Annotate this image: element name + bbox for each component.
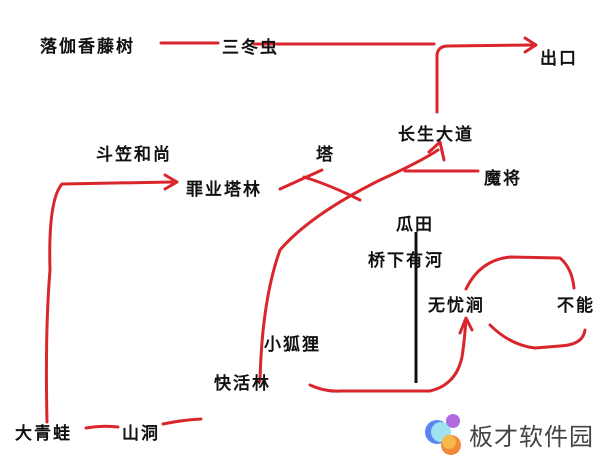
- arrowhead-exit: [523, 36, 538, 54]
- watermark-text: 板才软件园: [469, 422, 594, 451]
- node-qiaoxia: 桥下有河: [368, 251, 444, 271]
- node-mojiang: 魔将: [484, 169, 522, 189]
- node-exit: 出口: [540, 49, 578, 69]
- node-sandong: 三冬虫: [222, 38, 279, 58]
- line-shandong-east: [161, 417, 203, 426]
- node-ta: 塔: [316, 145, 335, 165]
- node-shandong: 山洞: [122, 424, 160, 444]
- node-changsheng: 长生大道: [398, 125, 474, 145]
- watermark-logo-icon: [425, 414, 461, 455]
- node-wuyou: 无忧涧: [428, 296, 485, 316]
- line-buneng-loop: [488, 323, 587, 350]
- node-luojia: 落伽香藤树: [40, 37, 135, 57]
- arrowhead-zuiye: [163, 173, 179, 191]
- node-daqingwa: 大青蛙: [15, 424, 72, 444]
- line-kuaihuo-wuyou: [308, 318, 468, 393]
- line-kuaihuo-changsheng: [258, 148, 440, 383]
- arrowhead-wuyou: [458, 316, 474, 335]
- node-kuaihuo: 快活林: [214, 374, 271, 394]
- line-changsheng-exit: [435, 43, 537, 114]
- node-buneng: 不能: [557, 296, 595, 316]
- watermark: 板才软件园: [423, 412, 594, 456]
- node-guatian: 瓜田: [396, 215, 434, 235]
- line-ta-branch: [278, 168, 324, 191]
- line-wuyou-loop: [464, 255, 576, 291]
- line-daqingwa-zuiye: [44, 180, 174, 424]
- node-xiaohuli: 小狐狸: [264, 335, 321, 355]
- arrowhead-changsheng: [427, 140, 446, 162]
- line-daqingwa-shandong: [84, 424, 120, 430]
- node-douli: 斗笠和尚: [96, 145, 172, 165]
- node-zuiye: 罪业塔林: [186, 180, 262, 200]
- line-ta-to-main: [302, 175, 362, 202]
